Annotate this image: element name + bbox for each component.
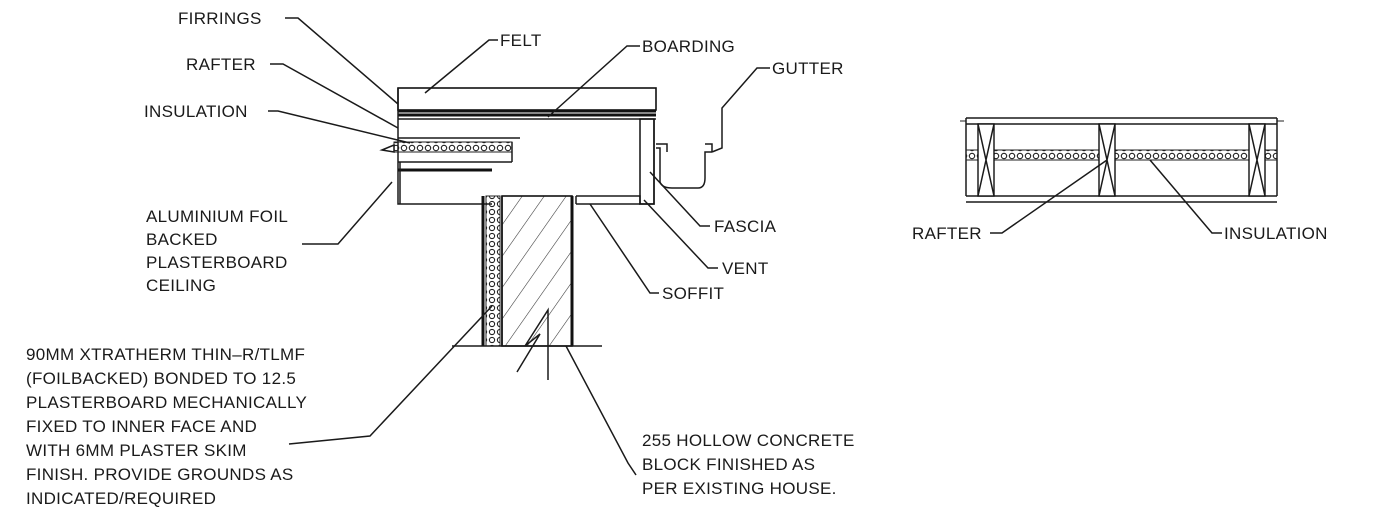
section-leaders	[268, 17, 770, 476]
label-fascia: FASCIA	[714, 217, 777, 236]
plan-rafter-1	[977, 123, 995, 197]
concrete-block-wall	[501, 195, 573, 347]
felt-layer	[397, 87, 657, 111]
label-soffit: SOFFIT	[662, 284, 724, 303]
break-line	[516, 307, 549, 380]
gutter-profile	[656, 143, 712, 189]
label-wall-lining: 90MM XTRATHERM THIN–R/TLMF (FOILBACKED) …	[26, 345, 312, 508]
label-gutter: GUTTER	[772, 59, 844, 78]
label-firrings: FIRRINGS	[178, 9, 262, 28]
label-felt: FELT	[500, 31, 542, 50]
plan-insulation	[965, 149, 1278, 161]
label-concrete-block: 255 HOLLOW CONCRETE BLOCK FINISHED AS PE…	[642, 431, 860, 498]
rafter-plan-detail	[960, 117, 1284, 234]
label-boarding: BOARDING	[642, 37, 735, 56]
wall-insulation	[485, 195, 501, 347]
label-insulation: INSULATION	[144, 102, 248, 121]
label-vent: VENT	[722, 259, 769, 278]
plan-rafter-3	[1248, 123, 1266, 197]
plan-label-insulation: INSULATION	[1224, 224, 1328, 243]
fascia-board	[639, 118, 655, 205]
label-rafter: RAFTER	[186, 55, 256, 74]
label-ceiling: ALUMINIUM FOIL BACKED PLASTERBOARD CEILI…	[146, 207, 293, 295]
plan-label-rafter: RAFTER	[912, 224, 982, 243]
ceiling-insulation	[393, 141, 513, 153]
eaves-section	[379, 87, 713, 380]
